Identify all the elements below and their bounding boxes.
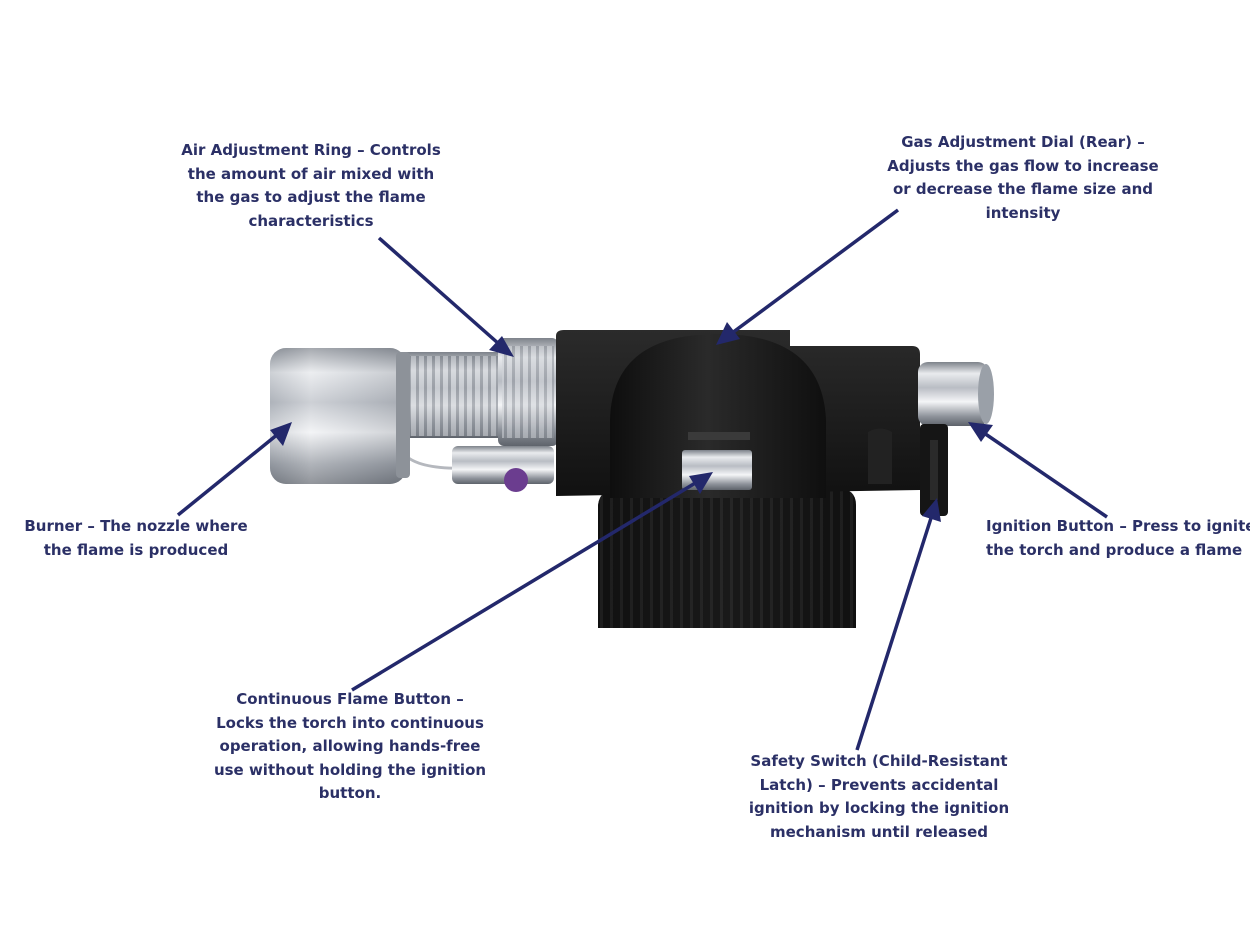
label-line: or decrease the flame size and [893, 180, 1153, 198]
label-line: the amount of air mixed with [187, 164, 435, 183]
arrow-continuous-flame-button [351, 472, 713, 692]
label-line: Burner – The nozzle where [24, 517, 248, 535]
burner-nozzle [270, 348, 410, 484]
label-continuous-flame-button: Continuous Flame Button – Locks the torc… [208, 688, 492, 806]
label-line: Locks the torch into continuous [216, 713, 484, 732]
label-safety-switch: Safety Switch (Child-Resistant Latch) – … [744, 750, 1014, 844]
label-line: Safety Switch (Child-Resistant [750, 752, 1008, 770]
jet-tube [452, 446, 554, 492]
label-line: Adjusts the gas flow to increase [887, 156, 1159, 175]
air-adjustment-ring [498, 338, 558, 446]
label-burner: Burner – The nozzle where the flame is p… [18, 515, 254, 562]
label-line: the gas to adjust the flame [196, 188, 426, 206]
label-air-adjustment-ring: Air Adjustment Ring – Controls the amoun… [175, 139, 447, 233]
label-line: Gas Adjustment Dial (Rear) – [901, 133, 1145, 151]
label-line: Latch) – Prevents accidental [759, 775, 999, 794]
torch-illustration [270, 330, 994, 628]
label-line: operation, allowing hands-free [219, 737, 481, 755]
gas-adjustment-dial [918, 362, 994, 426]
label-line: mechanism until released [770, 822, 988, 841]
leader-lines [176, 208, 1108, 751]
arrow-gas-adjustment-dial [716, 208, 900, 345]
arrow-safety-switch [855, 498, 941, 751]
label-line: button. [318, 784, 382, 802]
arrow-burner [176, 422, 292, 517]
arrow-ignition-button [968, 422, 1108, 519]
label-line: ignition by locking the ignition [748, 799, 1010, 817]
label-line: characteristics [248, 211, 374, 230]
label-line: intensity [985, 203, 1061, 222]
label-line: Air Adjustment Ring – Controls [181, 141, 441, 159]
torch-base-grip [598, 488, 856, 628]
label-line: Ignition Button – Press to ignite [986, 517, 1250, 535]
label-line: the torch and produce a flame [986, 540, 1243, 559]
safety-switch [920, 424, 948, 516]
label-line: the flame is produced [43, 540, 229, 559]
torch-body [556, 330, 920, 498]
label-gas-adjustment-dial: Gas Adjustment Dial (Rear) – Adjusts the… [878, 131, 1168, 225]
arrow-air-adjustment-ring [377, 236, 514, 357]
label-line: Continuous Flame Button – [236, 690, 464, 708]
knurled-neck [400, 352, 508, 438]
label-ignition-button: Ignition Button – Press to ignite the to… [980, 515, 1250, 562]
label-line: use without holding the ignition [213, 760, 487, 779]
